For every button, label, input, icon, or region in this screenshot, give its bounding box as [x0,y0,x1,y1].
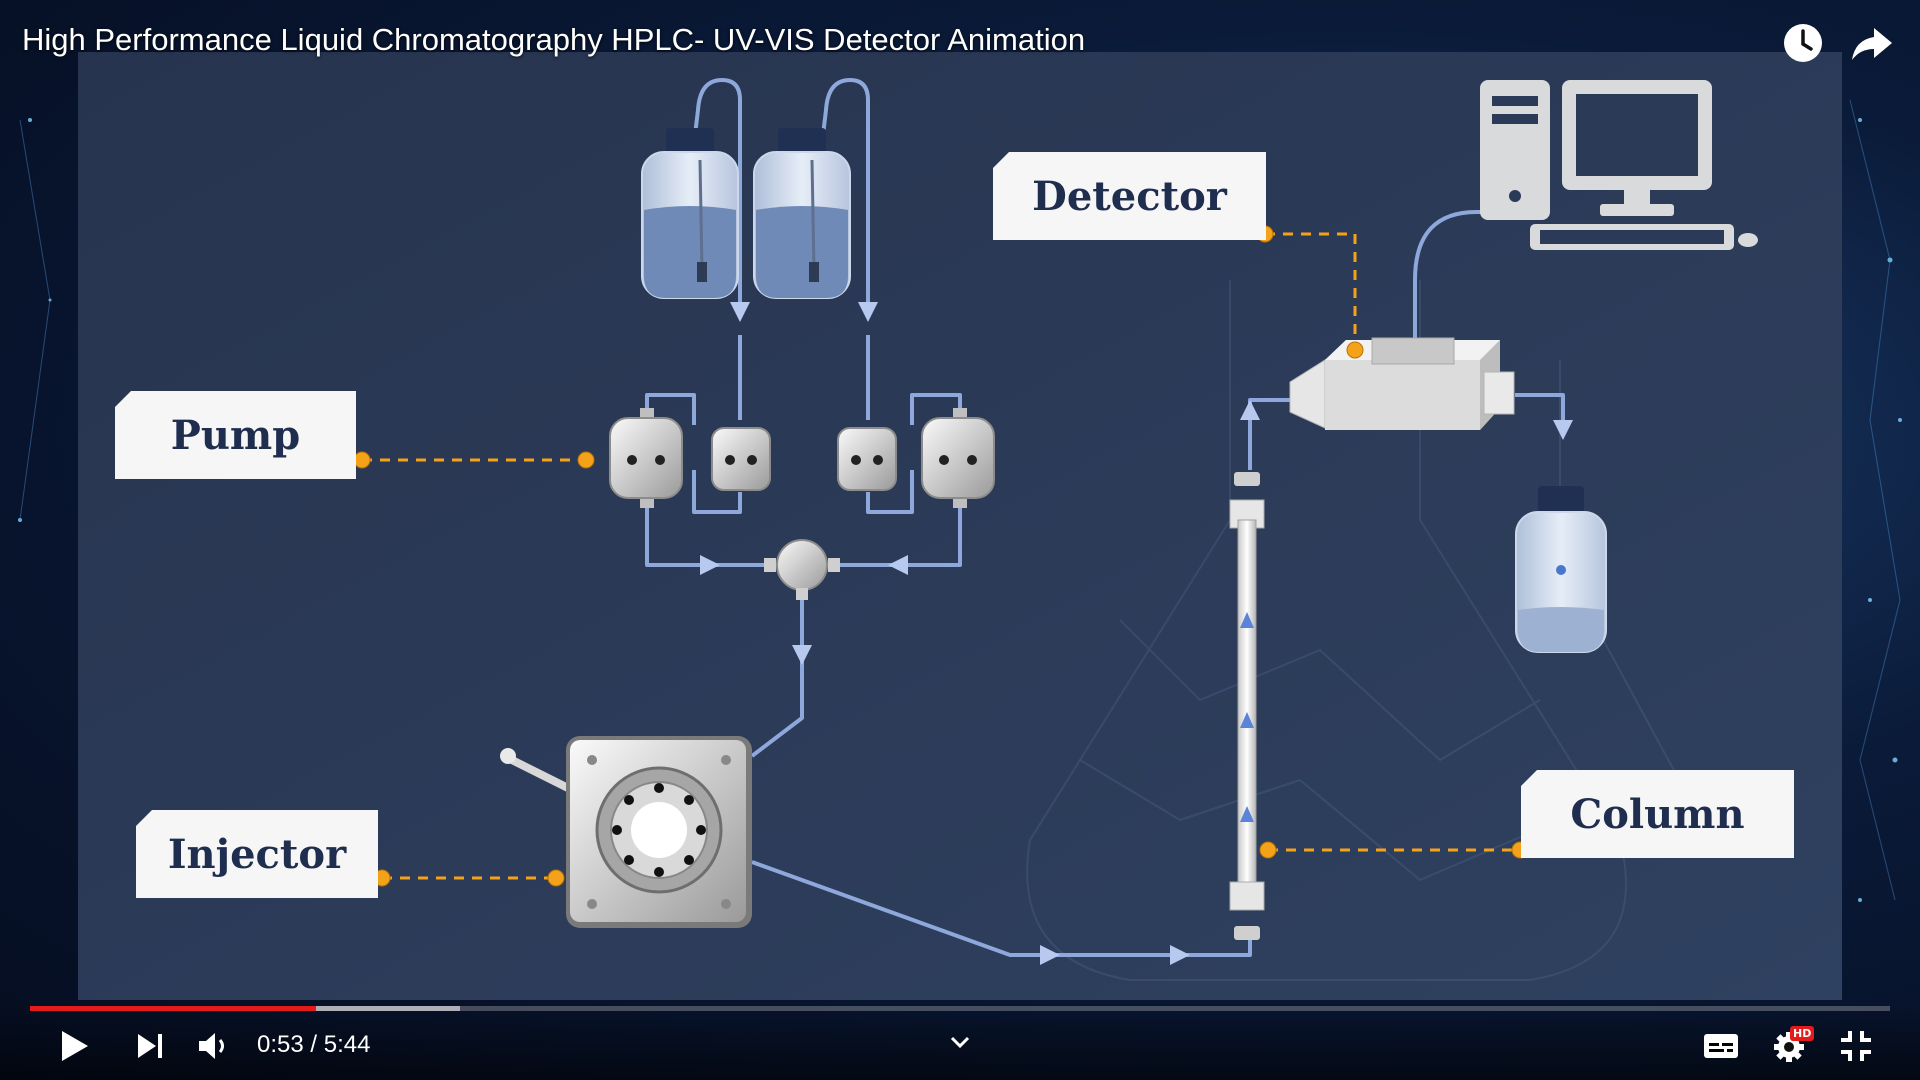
hd-badge: HD [1790,1026,1815,1041]
constellation-lines [19,99,1901,901]
chevron-down-icon [950,1036,970,1049]
volume-icon [199,1033,224,1059]
exit-fullscreen-icon [1841,1031,1871,1061]
pump-head-large-right [921,408,995,508]
play-button[interactable] [56,1028,92,1064]
duration: 5:44 [323,1031,371,1058]
tubing [645,78,1573,965]
pump-head-small-left [711,427,771,491]
share-arrow-icon [1852,28,1892,60]
time-display: 0:53 / 5:44 [257,1031,370,1059]
pump-head-small-right [837,427,897,491]
captions-button[interactable] [1702,1030,1740,1062]
starfield [18,118,1902,902]
progress-bar[interactable] [30,1006,1890,1011]
settings-button[interactable]: HD [1772,1026,1815,1064]
solvent-bottle-b [753,128,851,299]
player-controls-bar [0,1000,1920,1080]
uv-vis-detector [1289,337,1515,430]
hplc-column [1229,472,1265,940]
current-time: 0:53 [257,1031,304,1058]
pump-heads [609,408,995,508]
video-title[interactable]: High Performance Liquid Chromatography H… [22,22,1086,57]
leader-lines [362,232,1520,880]
exit-fullscreen-button[interactable] [1838,1028,1874,1064]
label-column: Column [1521,770,1794,858]
volume-button[interactable] [196,1028,232,1064]
waste-bottle [1515,486,1607,653]
share-button[interactable] [1848,20,1894,66]
skip-next-icon [138,1034,162,1058]
mixer [764,539,840,600]
leader-dots [353,225,1529,887]
play-icon [62,1031,88,1061]
computer-workstation [1480,80,1758,250]
solvent-bottle-a [641,128,739,299]
label-detector: Detector [993,152,1266,240]
chapter-chevron-button[interactable] [948,1032,972,1052]
captions-icon [1704,1034,1738,1058]
clock-icon [1784,24,1822,62]
injector-valve [500,736,752,928]
next-button[interactable] [134,1030,166,1062]
time-separator: / [310,1031,318,1058]
label-injector: Injector [136,810,378,898]
watch-later-button[interactable] [1780,20,1826,66]
pump-head-large-left [609,408,683,508]
label-pump: Pump [115,391,356,479]
played-bar [30,1006,317,1011]
